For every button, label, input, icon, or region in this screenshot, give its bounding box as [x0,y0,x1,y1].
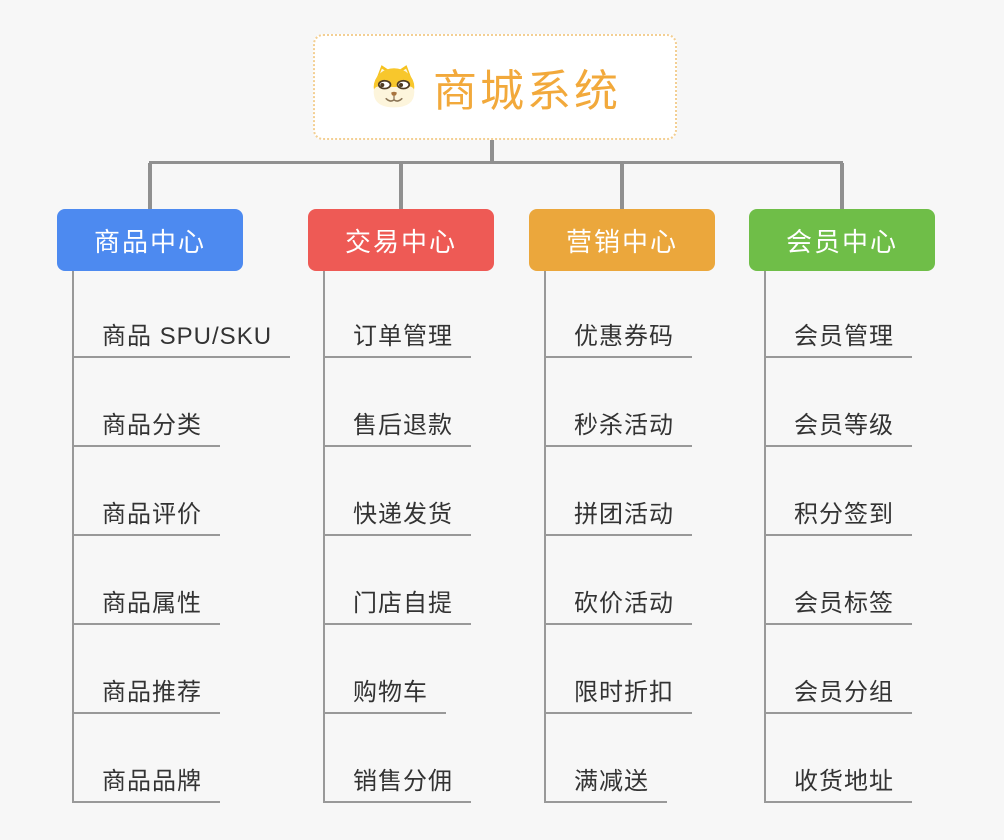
child-node[interactable]: 订单管理 [323,318,471,358]
child-node[interactable]: 砍价活动 [544,585,692,625]
branch-node-1[interactable]: 交易中心 [308,209,494,271]
branch-node-0[interactable]: 商品中心 [57,209,243,271]
root-node-mall-system[interactable]: 商城系统 [313,34,677,140]
child-node[interactable]: 会员管理 [764,318,912,358]
child-node[interactable]: 商品评价 [72,496,220,536]
child-node[interactable]: 秒杀活动 [544,407,692,447]
branch-drop-connector [399,163,403,209]
child-node[interactable]: 收货地址 [764,763,912,803]
branch-drop-connector [840,163,844,209]
branch-bar-connector [149,161,843,164]
child-node[interactable]: 商品分类 [72,407,220,447]
child-node[interactable]: 销售分佣 [323,763,471,803]
child-node[interactable]: 会员等级 [764,407,912,447]
root-title: 商城系统 [433,67,621,116]
child-node[interactable]: 售后退款 [323,407,471,447]
child-node[interactable]: 快递发货 [323,496,471,536]
branch-label: 交易中心 [344,226,457,257]
child-node[interactable]: 商品推荐 [72,674,220,714]
child-node[interactable]: 门店自提 [323,585,471,625]
branch-drop-connector [148,163,152,209]
column-line-connector [544,271,546,803]
branch-label: 营销中心 [565,226,678,257]
child-node[interactable]: 商品 SPU/SKU [72,318,291,358]
child-node[interactable]: 拼团活动 [544,496,692,536]
dog-face-icon [373,65,415,108]
branch-node-3[interactable]: 会员中心 [749,209,935,271]
child-node[interactable]: 购物车 [323,674,446,714]
child-node[interactable]: 限时折扣 [544,674,692,714]
branch-node-2[interactable]: 营销中心 [529,209,715,271]
root-drop-connector [490,140,494,164]
child-node[interactable]: 会员标签 [764,585,912,625]
branch-label: 会员中心 [785,226,898,257]
column-line-connector [72,271,74,803]
child-node[interactable]: 满减送 [544,763,667,803]
branch-label: 商品中心 [93,226,206,257]
child-node[interactable]: 商品属性 [72,585,220,625]
branch-drop-connector [620,163,624,209]
column-line-connector [323,271,325,803]
child-node[interactable]: 积分签到 [764,496,912,536]
child-node[interactable]: 优惠券码 [544,318,692,358]
child-node[interactable]: 会员分组 [764,674,912,714]
column-line-connector [764,271,766,803]
child-node[interactable]: 商品品牌 [72,763,220,803]
